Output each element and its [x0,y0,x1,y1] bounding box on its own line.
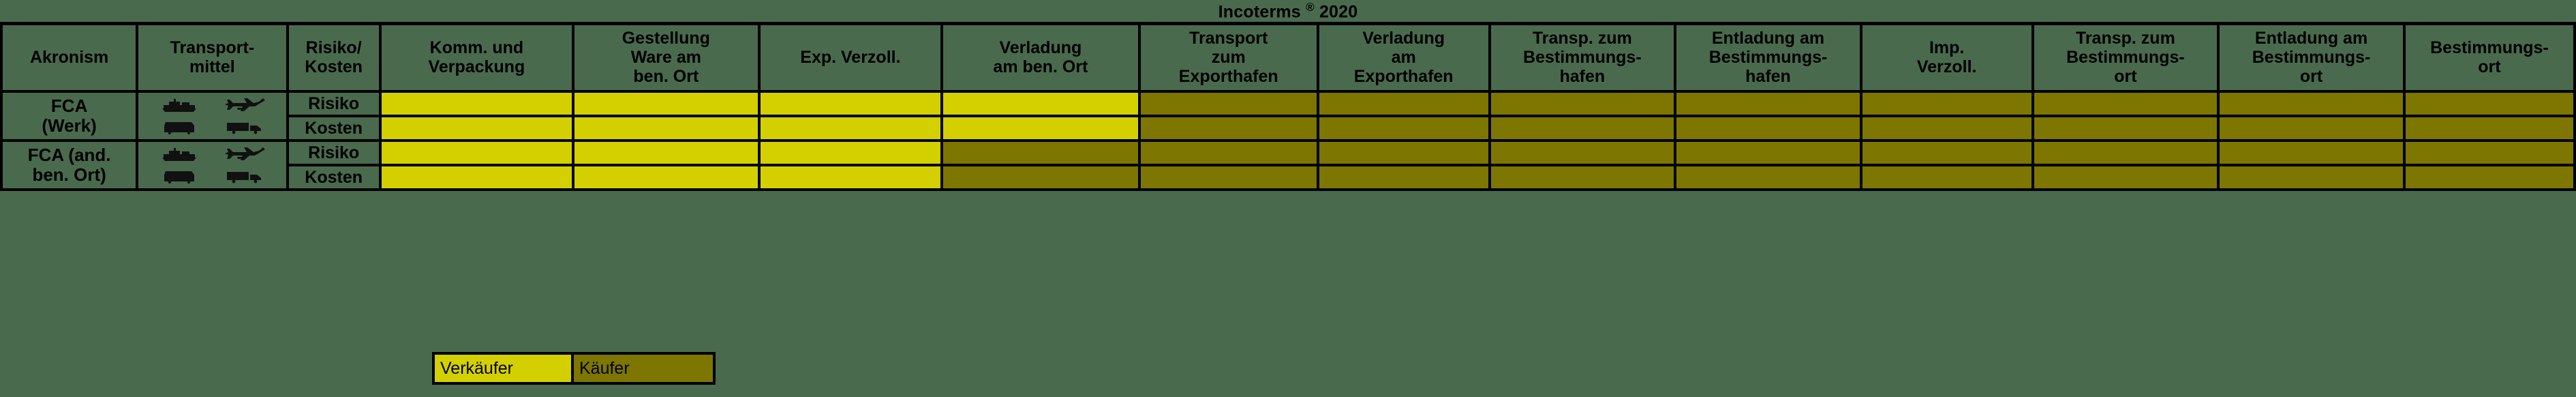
cell-cost-import-customs [1859,115,2034,142]
cell-cost-loading-named-place [940,164,1141,191]
cell-risk-provision [572,90,761,117]
col-header-unloading-destination-place: Entladung am Bestimmungs- ort [2217,22,2406,93]
column-header-row: Akronism Transport- mittel Risiko/ Koste… [0,22,2576,93]
table-row: Kosten [1,164,2576,191]
cell-cost-destination [2402,115,2576,142]
cell-risk-loading-export-port [1316,139,1491,166]
cell-cost-transport-destination-port [1488,164,1677,191]
acronym-fca-andere-benannte-ort: FCA (and. ben. Ort) [0,139,139,191]
col-header-export-customs: Exp. Verzoll. [757,22,944,93]
transport-modes-fca-werk [136,90,289,142]
col-header-transport-destination-port: Transp. zum Bestimmungs- hafen [1488,22,1677,93]
plane-icon [224,147,265,160]
cell-cost-transport-destination-place [2031,164,2220,191]
table-row: FCA (and. ben. Ort) Risiko [0,139,2576,191]
title-text: Incoterms [1218,1,1306,21]
cell-risk-loading-export-port [1316,90,1491,117]
cell-cost-unloading-destination-place [2217,115,2406,142]
col-header-transport-export-port: Transport zum Exporthafen [1137,22,1319,93]
cell-cost-transport-destination-port [1488,115,1677,142]
legend: Verkäufer Käufer [432,352,716,385]
row-label-risiko: Risiko [286,90,382,117]
cell-risk-transport-destination-port [1488,139,1677,166]
cell-cost-unloading-destination-port [1674,164,1862,191]
cell-cost-loading-export-port [1316,115,1491,142]
col-header-acronym: Akronism [0,22,139,93]
cell-cost-packing [378,115,575,142]
legend-item-seller: Verkäufer [432,352,574,385]
cell-risk-transport-export-port [1137,90,1319,117]
train-icon [164,171,194,183]
cell-cost-transport-export-port [1137,115,1319,142]
cell-cost-provision [572,164,761,191]
acronym-fca-werk: FCA (Werk) [0,90,139,142]
cell-risk-transport-destination-place [2031,139,2220,166]
col-header-loading-export-port: Verladung am Exporthafen [1316,22,1491,93]
cell-risk-export-customs [757,139,944,166]
col-header-transport-mode: Transport- mittel [136,22,289,93]
cell-risk-import-customs [1859,139,2034,166]
truck-icon [226,172,261,183]
transport-modes-fca-andere-benannte-ort [136,139,289,191]
cell-cost-transport-destination-place [2031,115,2220,142]
truck-icon [226,123,261,134]
train-icon [164,122,194,134]
col-header-unloading-destination-port: Entladung am Bestimmungs- hafen [1674,22,1862,93]
cell-cost-unloading-destination-place [2217,164,2406,191]
cell-risk-export-customs [757,90,944,117]
registered-mark: ® [1306,0,1315,14]
cell-cost-transport-export-port [1137,164,1319,191]
col-header-risk-cost: Risiko/ Kosten [286,22,382,93]
cell-risk-destination [2402,139,2576,166]
title-row: Incoterms ® 2020 [1,0,2575,25]
cell-cost-loading-named-place [940,115,1141,142]
row-label-risiko: Risiko [286,139,382,166]
col-header-destination: Bestimmungs- ort [2402,22,2576,93]
col-header-transport-destination-place: Transp. zum Bestimmungs- ort [2031,22,2220,93]
col-header-import-customs: Imp. Verzoll. [1859,22,2034,93]
ship-icon [162,148,196,161]
cell-cost-unloading-destination-port [1674,115,1862,142]
cell-risk-unloading-destination-place [2217,139,2406,166]
col-header-loading-named-place: Verladung am ben. Ort [940,22,1141,93]
cell-risk-transport-destination-port [1488,90,1677,117]
legend-item-buyer: Käufer [574,352,716,385]
col-header-provision: Gestellung Ware am ben. Ort [572,22,761,93]
cell-cost-destination [2402,164,2576,191]
cell-risk-provision [572,139,761,166]
cell-risk-destination [2402,90,2576,117]
cell-risk-packing [378,90,575,117]
cell-risk-loading-named-place [940,139,1141,166]
cell-cost-export-customs [757,115,944,142]
row-label-kosten: Kosten [286,115,382,142]
cell-cost-loading-export-port [1316,164,1491,191]
title-year: 2020 [1314,1,1358,21]
cell-risk-transport-destination-place [2031,90,2220,117]
cell-risk-unloading-destination-port [1674,139,1862,166]
cell-cost-import-customs [1859,164,2034,191]
cell-risk-unloading-destination-place [2217,90,2406,117]
cell-cost-packing [378,164,575,191]
table-row: FCA (Werk) Risiko [0,90,2576,142]
cell-risk-import-customs [1859,90,2034,117]
cell-cost-export-customs [757,164,944,191]
row-label-kosten: Kosten [286,164,382,191]
cell-risk-packing [378,139,575,166]
cell-risk-transport-export-port [1137,139,1319,166]
table-row: Kosten [1,115,2576,142]
ship-icon [162,99,196,112]
cell-risk-unloading-destination-port [1674,90,1862,117]
col-header-packing: Komm. und Verpackung [378,22,575,93]
plane-icon [224,98,265,111]
cell-risk-loading-named-place [940,90,1141,117]
cell-cost-provision [572,115,761,142]
page-title: Incoterms ® 2020 [1,0,2575,25]
incoterms-table: Incoterms ® 2020 Akronism Transport- mit… [0,0,2576,191]
